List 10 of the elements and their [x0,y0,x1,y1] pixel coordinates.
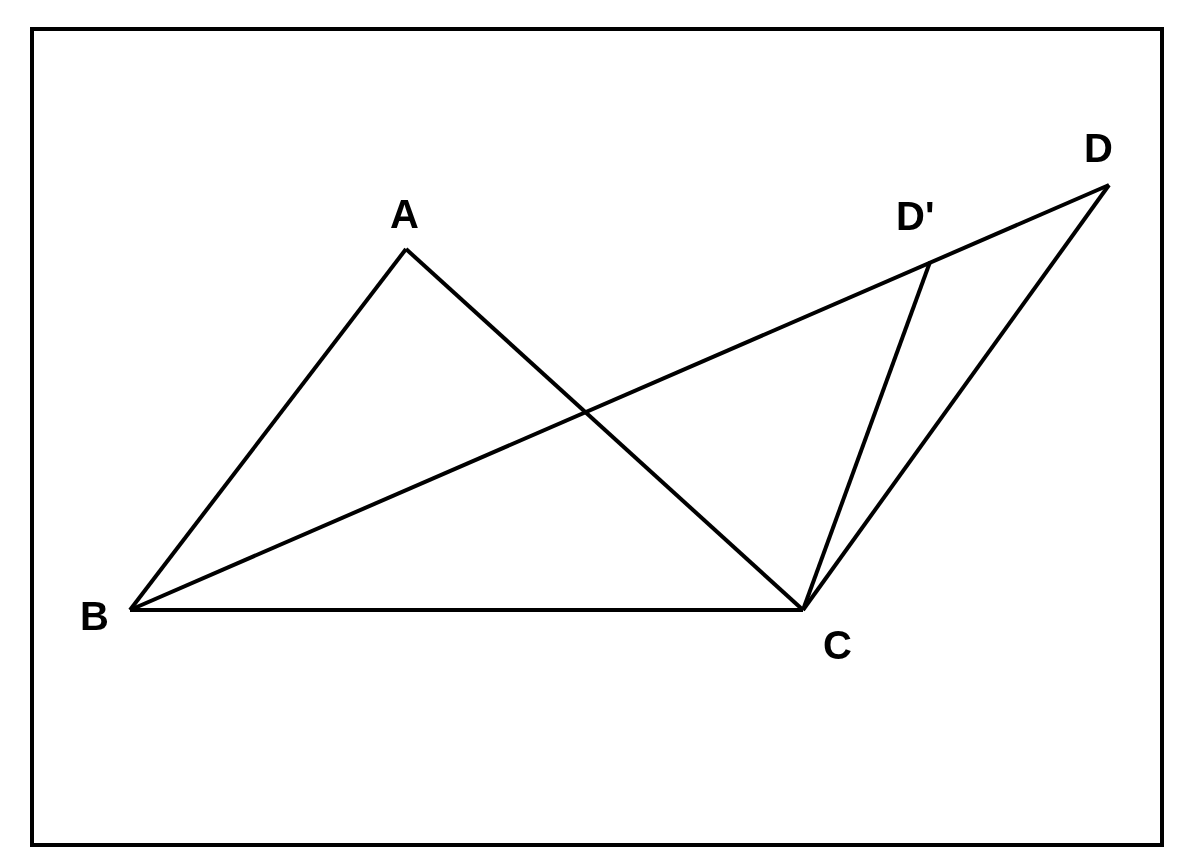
line-segment [130,608,803,612]
vertex-label: B [80,596,109,636]
vertex-label: A [390,194,419,234]
vertex-label: D [1084,128,1113,168]
line-segment [801,261,932,611]
vertex-label: C [823,625,852,665]
line-segment [128,247,408,612]
vertex-label: D' [896,196,935,236]
line-segment [129,183,1110,612]
line-segment [801,183,1111,612]
